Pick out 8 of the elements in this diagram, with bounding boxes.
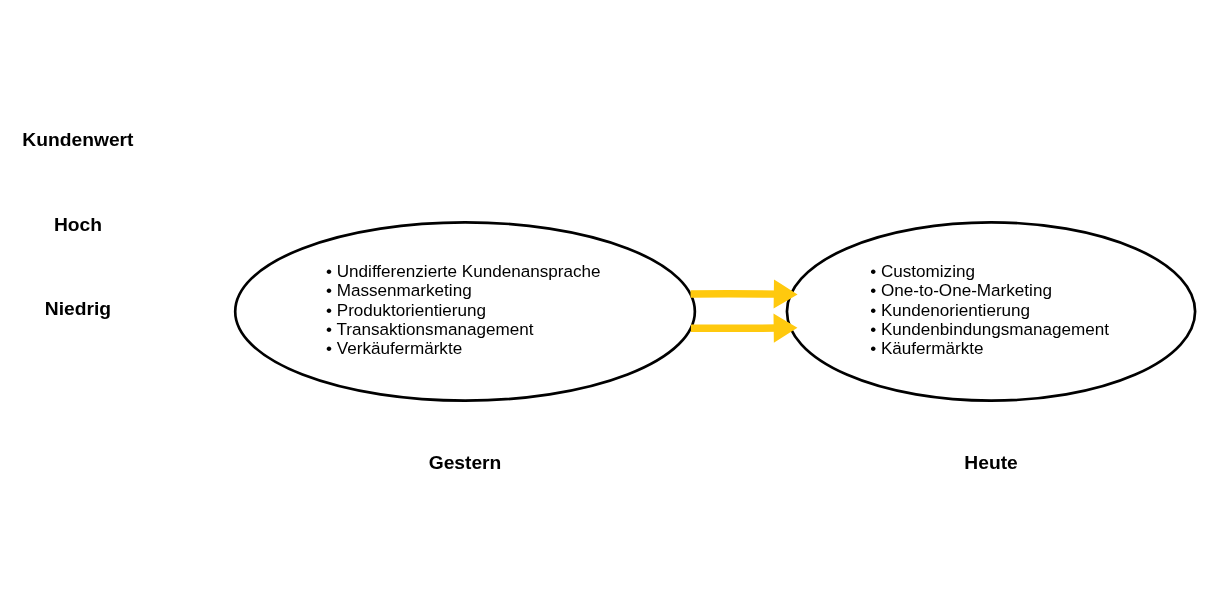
arrow	[690, 313, 798, 343]
label: Kundenwert	[22, 129, 134, 151]
label: Hoch	[53, 213, 102, 235]
node-ellipse: • Undifferenzierte Kundenansprache • Massenmarketing • Produktorientierung • Transaktionsmanagement • Verkäufermärkte	[233, 221, 697, 402]
label: Niedrig	[44, 298, 112, 320]
label: Heute	[964, 452, 1018, 474]
label: Gestern	[428, 452, 502, 474]
node-ellipse: • Customizing • One-to-One-Marketing • Kundenorientierung • Kundenbindungsmanagement • Käufermärkte	[785, 221, 1197, 402]
